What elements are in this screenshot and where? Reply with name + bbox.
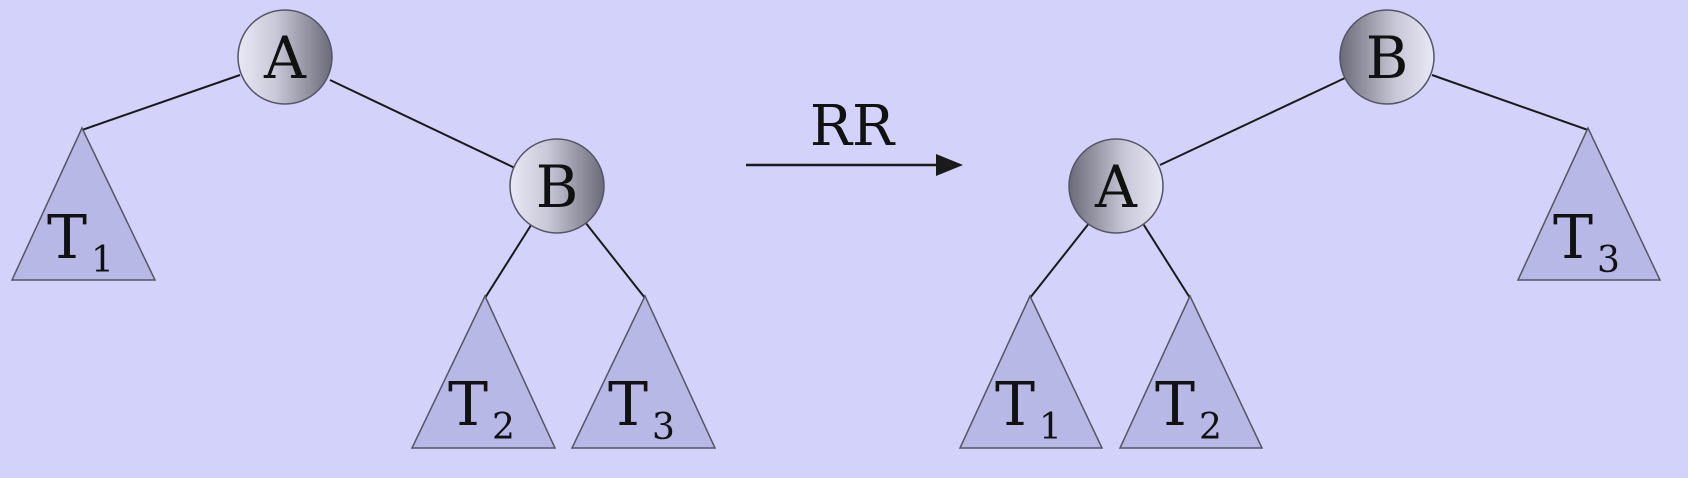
edge-a-t1 <box>81 74 241 131</box>
edge-a-b <box>329 79 516 169</box>
svg-text:A: A <box>263 24 307 92</box>
svg-text:T3: T3 <box>1553 203 1620 281</box>
svg-text:T2: T2 <box>448 370 515 448</box>
rotation-arrow: RR <box>746 94 963 176</box>
node-b: B <box>1339 9 1435 105</box>
node-b: B <box>509 138 605 234</box>
rotation-label: RR <box>810 94 896 159</box>
edge-b-t3 <box>584 221 646 299</box>
svg-text:B: B <box>1366 24 1409 92</box>
edge-b-t3 <box>1431 74 1589 131</box>
svg-text:T2: T2 <box>1155 370 1222 448</box>
svg-text:B: B <box>536 153 579 221</box>
edge-a-t1 <box>1029 221 1091 299</box>
edge-b-t2 <box>484 221 534 299</box>
svg-text:T3: T3 <box>608 370 675 448</box>
arrow-head-icon <box>936 154 963 176</box>
edge-a-t2 <box>1141 221 1191 299</box>
svg-text:T1: T1 <box>995 370 1062 448</box>
svg-text:T1: T1 <box>47 203 114 281</box>
node-a: A <box>1068 138 1164 234</box>
node-a: A <box>237 9 333 105</box>
edge-b-a <box>1159 77 1346 166</box>
svg-text:A: A <box>1094 153 1138 221</box>
